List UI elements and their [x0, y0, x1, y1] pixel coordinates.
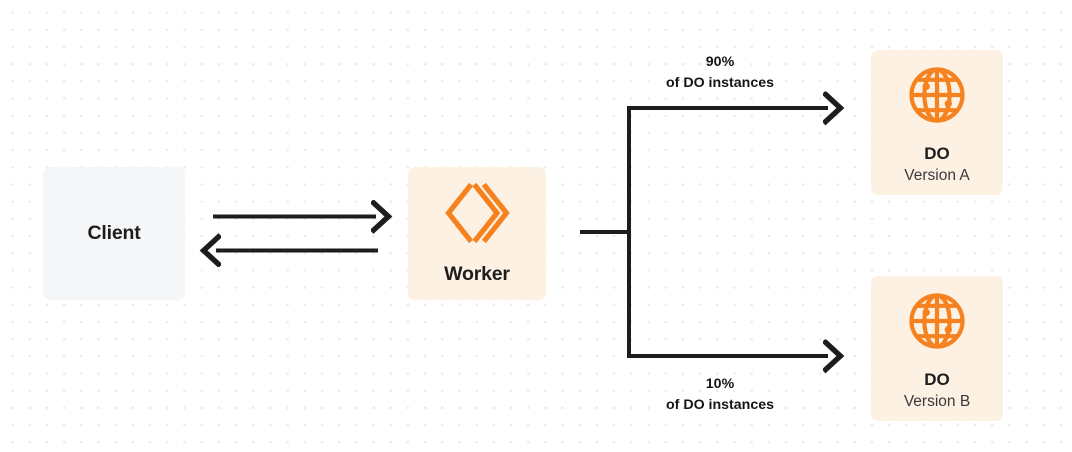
edge-label-do-b-caption: of DO instances — [665, 396, 774, 413]
node-do-a-label: DO — [924, 144, 950, 164]
edge-label-do-a-caption: of DO instances — [665, 74, 774, 91]
edge-label-do-b-percent: 10% — [705, 376, 735, 392]
node-client[interactable]: Client — [43, 167, 185, 300]
node-worker-label: Worker — [444, 262, 510, 285]
node-do-a-version: Version A — [904, 166, 970, 184]
cloudflare-workers-icon — [444, 182, 510, 249]
globe-icon — [908, 66, 966, 129]
node-do-b-label: DO — [924, 370, 950, 390]
node-client-label: Client — [87, 222, 141, 244]
node-do-version-b[interactable]: DO Version B — [871, 276, 1003, 421]
edge-label-do-b: 10% of DO instances — [656, 374, 784, 415]
edge-label-do-a-percent: 90% — [705, 54, 735, 70]
globe-icon — [908, 292, 966, 355]
node-do-b-version: Version B — [903, 392, 971, 410]
node-worker[interactable]: Worker — [408, 167, 546, 300]
node-do-version-a[interactable]: DO Version A — [871, 50, 1003, 195]
edge-label-do-a: 90% of DO instances — [656, 52, 784, 93]
